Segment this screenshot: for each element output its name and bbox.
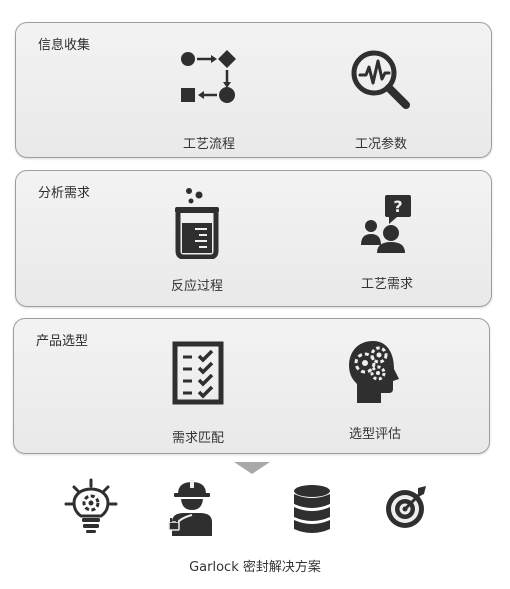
item-label: 选型评估 <box>348 427 401 442</box>
item-process-requirements: ? 工艺需求 <box>322 195 452 292</box>
lightbulb-gear-icon <box>64 478 118 533</box>
item-label: 工况参数 <box>354 137 407 152</box>
section-info-collection: 信息收集 工艺流程 工况参数 <box>15 22 492 158</box>
process-flow-icon <box>181 50 236 103</box>
section-requirement-analysis: 分析需求 反应过程 ? 工艺需求 <box>15 170 492 307</box>
section-product-selection: 产品选型 需求匹配 选型评估 <box>13 318 490 454</box>
down-arrow-icon <box>234 462 270 474</box>
section-title: 产品选型 <box>36 334 89 349</box>
section-title: 分析需求 <box>38 186 91 201</box>
target-icon <box>386 486 426 528</box>
item-selection-evaluation: 选型评估 <box>310 339 440 442</box>
item-reaction-process: 反应过程 <box>132 185 262 294</box>
item-label: 需求匹配 <box>171 431 224 446</box>
database-icon <box>294 485 330 533</box>
item-label: 反应过程 <box>170 279 223 294</box>
item-label: 工艺流程 <box>182 137 235 152</box>
item-label: 工艺需求 <box>360 277 413 292</box>
section-title: 信息收集 <box>38 38 91 53</box>
people-question-icon: ? <box>361 195 411 253</box>
svg-text:?: ? <box>393 197 402 216</box>
magnifier-signal-icon <box>351 50 410 109</box>
engineer-icon <box>168 480 212 536</box>
beaker-icon <box>175 188 219 259</box>
head-gears-icon <box>349 341 399 403</box>
caption: Garlock 密封解决方案 <box>189 560 321 575</box>
item-process-flow: 工艺流程 <box>144 47 274 152</box>
item-operating-parameters: 工况参数 <box>316 47 446 152</box>
item-requirement-matching: 需求匹配 <box>133 341 263 446</box>
checklist-icon <box>172 341 224 405</box>
